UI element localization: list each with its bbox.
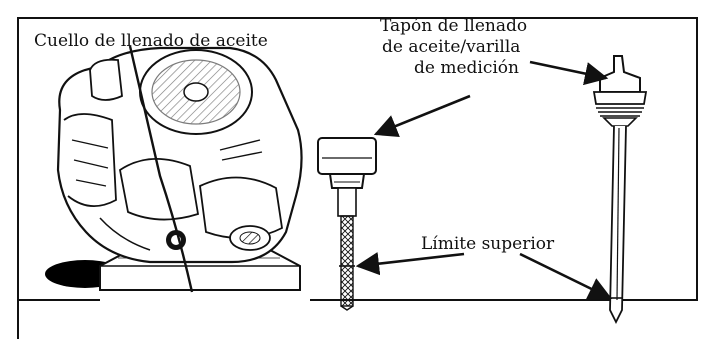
arrow-to-cap — [373, 94, 471, 137]
oil-fill-cap-illustration — [317, 137, 377, 311]
arrows — [355, 60, 613, 300]
arrow-to-dipstick — [529, 60, 609, 86]
label-cap-line-2: de aceite/varilla — [382, 37, 521, 57]
arrow-upper-limit-dipstick — [519, 252, 613, 300]
frame-border — [17, 17, 698, 339]
label-cap-line-1: Tapón de llenado — [380, 16, 528, 36]
frame-bottom-border — [310, 263, 698, 301]
oil-neck-pointer — [128, 45, 194, 293]
label-cap-line-3: de medición — [414, 58, 519, 78]
label-upper-limit: Límite superior — [421, 234, 555, 254]
label-oil-fill-neck: Cuello de llenado de aceite — [34, 31, 268, 51]
arrow-upper-limit-cap — [355, 252, 465, 276]
dipstick-illustration — [592, 55, 648, 325]
engine-illustration — [45, 45, 303, 293]
